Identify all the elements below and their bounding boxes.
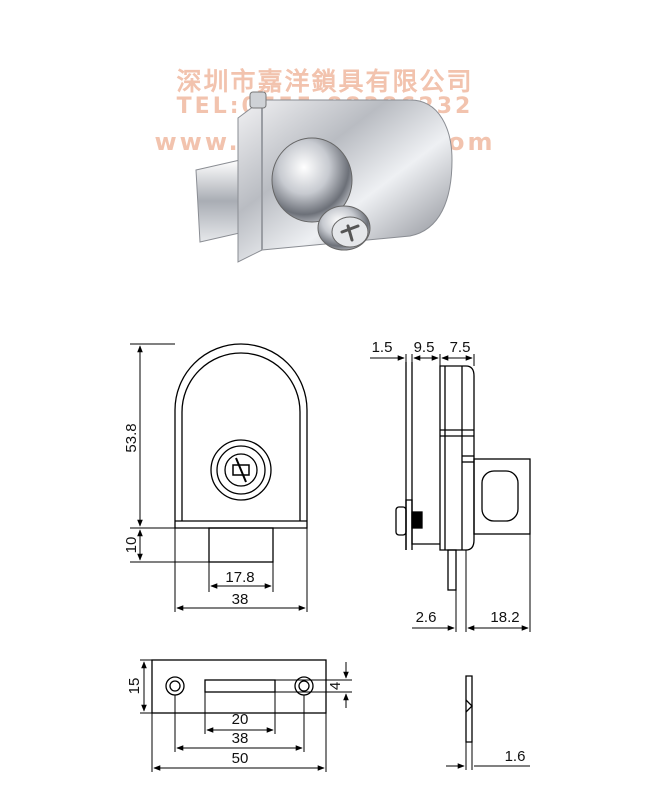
dim-width-body: 38 (232, 591, 249, 608)
watermark-company: 深圳市嘉洋鎖具有限公司 (176, 67, 474, 96)
product-photo (195, 91, 453, 263)
dim-side-top-a: 1.5 (372, 339, 393, 356)
dim-side-top-c: 7.5 (450, 339, 471, 356)
strike-plate-view (151, 659, 473, 743)
dim-side-bottom-a: 2.6 (416, 609, 437, 626)
front-view (174, 343, 308, 563)
dim-width-bolt: 17.8 (225, 569, 254, 586)
dim-side-top-b: 9.5 (414, 339, 435, 356)
dim-strike-thickness: 1.6 (505, 748, 526, 765)
strike-dimensions (140, 659, 530, 772)
front-dimensions (130, 343, 308, 612)
dim-height-bottom: 10 (123, 537, 140, 554)
dim-strike-length: 50 (232, 750, 249, 767)
dim-strike-slot-height: 4 (327, 682, 344, 690)
dim-side-bottom-b: 18.2 (490, 609, 519, 626)
dim-strike-slot-width: 20 (232, 711, 249, 728)
dim-strike-hole-spacing: 38 (232, 730, 249, 747)
side-dimensions (370, 354, 531, 632)
dim-height-total: 53.8 (123, 423, 140, 452)
dim-strike-height: 15 (126, 678, 143, 695)
side-view (395, 362, 531, 591)
